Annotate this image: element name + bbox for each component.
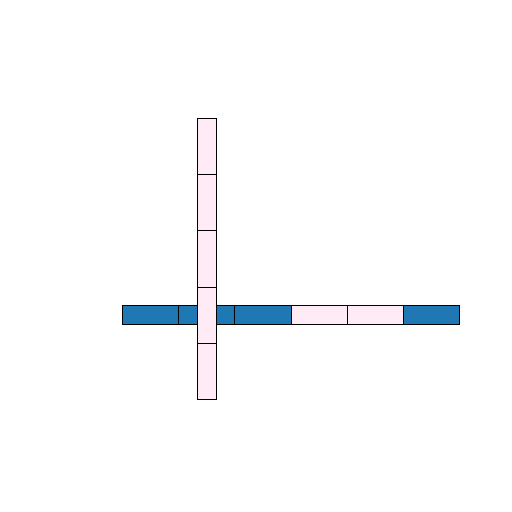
vertical-tile-2 bbox=[197, 174, 217, 232]
vertical-tile-4 bbox=[197, 286, 217, 344]
vertical-tile-1 bbox=[197, 118, 217, 176]
vertical-tile-5 bbox=[197, 342, 217, 400]
horizontal-tile-3 bbox=[234, 305, 292, 325]
horizontal-tile-6 bbox=[403, 305, 461, 325]
horizontal-tile-5 bbox=[346, 305, 404, 325]
vertical-tile-3 bbox=[197, 230, 217, 288]
horizontal-tile-1 bbox=[122, 305, 180, 325]
horizontal-tile-4 bbox=[290, 305, 348, 325]
